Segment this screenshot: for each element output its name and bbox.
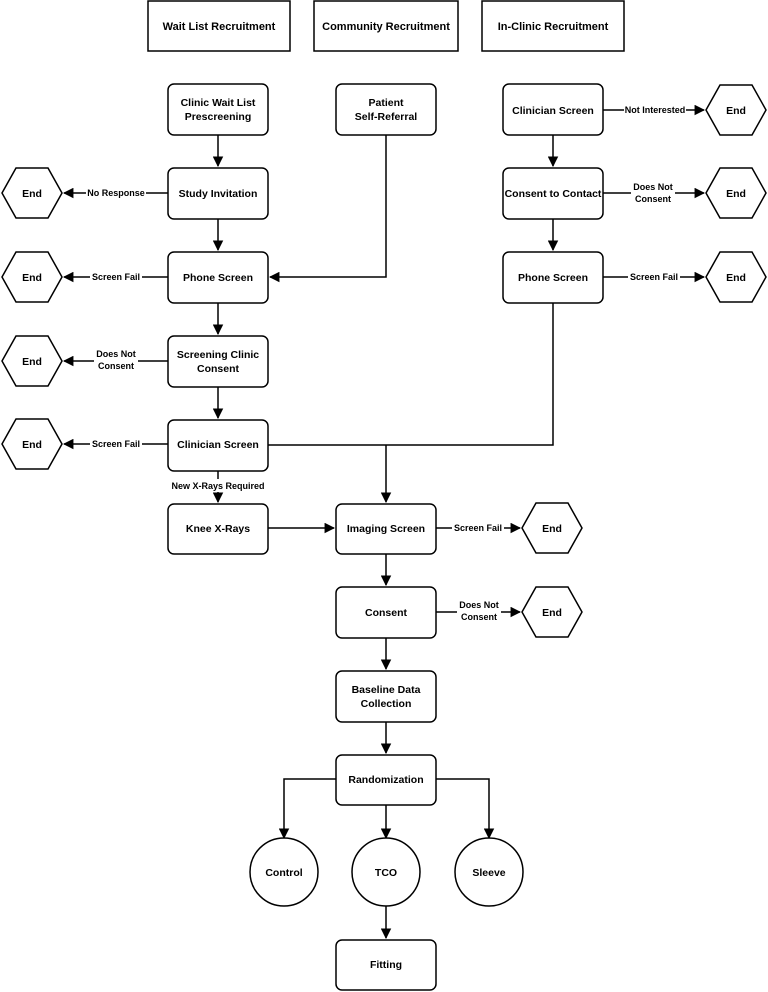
edge-label-consent-3b: Consent [461, 612, 497, 622]
edge-randomization-to-sleeve [436, 778, 495, 840]
node-label: Imaging Screen [347, 523, 425, 535]
node-inclinic-clinician-screen: Clinician Screen [502, 83, 604, 136]
node-label: Fitting [370, 959, 402, 971]
edge-labels: No Response Screen Fail Does Not Consent… [86, 103, 686, 624]
node-label: Consent [197, 363, 240, 375]
node-label: Collection [361, 698, 412, 710]
node-knee-xrays: Knee X-Rays [167, 503, 269, 555]
node-label: Clinician Screen [512, 105, 594, 117]
header-wait-list-label: Wait List Recruitment [163, 21, 276, 33]
node-label: Phone Screen [518, 272, 588, 284]
end-label: End [726, 105, 746, 117]
end-label: End [542, 607, 562, 619]
end-hexagon-phone-screen-fail: End [1, 251, 63, 303]
edge-label-not-interested: Not Interested [625, 105, 686, 115]
node-control: Control [249, 837, 319, 907]
end-label: End [22, 356, 42, 368]
header-in-clinic: In-Clinic Recruitment [481, 0, 625, 52]
node-waitlist-phone-screen: Phone Screen [167, 251, 269, 304]
node-clinic-wait-list-prescreening: Clinic Wait List Prescreening [167, 83, 269, 136]
node-baseline-data-collection: Baseline Data Collection [335, 670, 437, 723]
node-label: Clinician Screen [177, 439, 259, 451]
node-screening-clinic-consent: Screening Clinic Consent [167, 335, 269, 388]
edge-label-consent-2b: Consent [635, 194, 671, 204]
edge-label-does-not-2a: Does Not [633, 182, 673, 192]
end-label: End [726, 188, 746, 200]
node-label: Prescreening [185, 111, 252, 123]
edge-label-no-response: No Response [87, 188, 145, 198]
node-sleeve: Sleeve [454, 837, 524, 907]
end-label: End [542, 523, 562, 535]
end-label: End [22, 272, 42, 284]
end-hexagon-consent: End [521, 586, 583, 638]
edge-ic-phone-to-merge [386, 303, 554, 446]
node-label: Study Invitation [179, 188, 258, 200]
edge-label-does-not-3a: Does Not [459, 600, 499, 610]
node-label: Consent to Contact [505, 188, 602, 200]
node-label: Knee X-Rays [186, 523, 250, 535]
node-label: Self-Referral [355, 111, 418, 123]
end-label: End [726, 272, 746, 284]
edge-self-referral-to-phone [268, 135, 387, 283]
node-label: Baseline Data [352, 684, 421, 696]
end-label: End [22, 439, 42, 451]
header-in-clinic-label: In-Clinic Recruitment [498, 21, 609, 33]
node-waitlist-clinician-screen: Clinician Screen [167, 419, 269, 472]
end-hexagon-clinician-screen-fail: End [1, 418, 63, 470]
end-hexagon-not-interested: End [705, 84, 767, 136]
node-label: Control [265, 867, 302, 879]
end-hexagon-imaging-screen-fail: End [521, 502, 583, 554]
node-randomization: Randomization [335, 754, 437, 806]
edge-label-screen-fail-4: Screen Fail [454, 523, 502, 533]
header-wait-list: Wait List Recruitment [147, 0, 291, 52]
node-label: Patient [368, 97, 404, 109]
node-inclinic-phone-screen: Phone Screen [502, 251, 604, 304]
node-study-invitation: Study Invitation [167, 167, 269, 220]
node-consent: Consent [335, 586, 437, 639]
node-label: TCO [375, 867, 397, 879]
edge-randomization-to-control [278, 778, 336, 840]
end-hexagon-clinic-consent: End [1, 335, 63, 387]
node-label: Screening Clinic [177, 349, 259, 361]
node-label: Clinic Wait List [181, 97, 256, 109]
node-label: Consent [365, 607, 408, 619]
edge-label-screen-fail-2: Screen Fail [92, 439, 140, 449]
edge-label-screen-fail-1: Screen Fail [92, 272, 140, 282]
edge-label-new-xrays: New X-Rays Required [171, 481, 264, 491]
end-hexagon-ic-phone-screen-fail: End [705, 251, 767, 303]
edge-label-screen-fail-3: Screen Fail [630, 272, 678, 282]
node-consent-to-contact: Consent to Contact [502, 167, 604, 220]
node-label: Phone Screen [183, 272, 253, 284]
header-community: Community Recruitment [313, 0, 459, 52]
end-hexagon-contact-consent: End [705, 167, 767, 219]
node-fitting: Fitting [335, 939, 437, 991]
edge-label-consent-1b: Consent [98, 361, 134, 371]
node-patient-self-referral: Patient Self-Referral [335, 83, 437, 136]
edge-label-does-not-1a: Does Not [96, 349, 136, 359]
node-imaging-screen: Imaging Screen [335, 503, 437, 555]
end-label: End [22, 188, 42, 200]
end-hexagon-no-response: End [1, 167, 63, 219]
node-tco: TCO [351, 837, 421, 907]
node-label: Sleeve [472, 867, 505, 879]
edges [62, 104, 706, 940]
header-community-label: Community Recruitment [322, 21, 450, 33]
node-label: Randomization [348, 774, 423, 786]
